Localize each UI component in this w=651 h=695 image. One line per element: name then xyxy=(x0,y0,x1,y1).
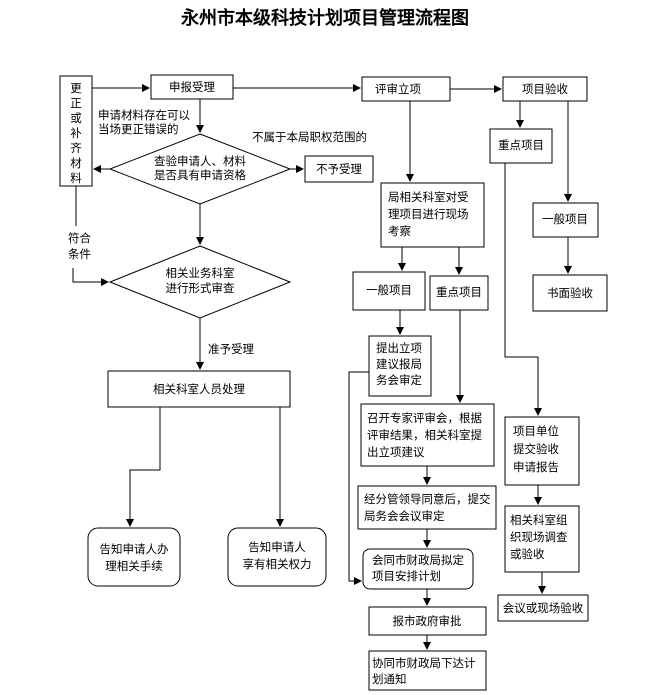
node-apply-label: 申报受理 xyxy=(169,80,215,94)
text-line: 织现场调查 xyxy=(510,530,568,544)
node-check-label: 查验申请人、材料是否具有申请资格 xyxy=(154,154,246,182)
text-line: 局相关科室对受 xyxy=(388,190,469,204)
node-notify2-label: 告知申请人享有相关权力 xyxy=(243,540,312,571)
node-inspect xyxy=(504,505,580,573)
text-line: 会同市财政局拟定 xyxy=(372,553,464,567)
node-expert xyxy=(360,403,495,467)
edge-key2-report xyxy=(504,163,542,416)
node-staff-label: 相关科室人员处理 xyxy=(153,382,245,396)
node-inspect-label: 相关科室组织现场调查或验收 xyxy=(510,513,568,561)
node-finance-issue-label: 协同市财政局下达计划通知 xyxy=(372,656,476,686)
node-general1-label: 一般项目 xyxy=(366,283,412,297)
node-general2 xyxy=(532,202,599,238)
text-line: 协同市财政局下达计 xyxy=(372,656,476,670)
node-leader-label: 经分管领导同意后，提交局务会会议审定 xyxy=(364,492,491,523)
text-line: 申请材料存在可以 xyxy=(98,108,190,122)
node-finance-issue xyxy=(368,650,487,691)
text-line: 享有相关权力 xyxy=(243,557,312,571)
node-formal-label: 相关业务科室进行形式审查 xyxy=(166,266,235,295)
node-notify1 xyxy=(87,527,181,587)
text-line: 务会审定 xyxy=(376,373,422,387)
text-line: 项目单位 xyxy=(513,424,559,438)
edge-staff-notify1 xyxy=(126,407,161,527)
diagram-title: 永州市本级科技计划项目管理流程图 xyxy=(180,7,469,29)
text-line: 符合 xyxy=(68,231,91,245)
node-expert-label: 召开专家评审会，根据评审结果，相关科室提出立项建议 xyxy=(367,411,482,459)
node-meeting-label: 会议或现场验收 xyxy=(503,601,584,615)
node-key1-label: 重点项目 xyxy=(436,285,482,299)
node-finance-plan-label: 会同市财政局拟定项目安排计划 xyxy=(372,553,464,583)
text-line: 考察 xyxy=(388,224,411,238)
text-line: 告知申请人办 xyxy=(100,542,169,556)
node-meeting xyxy=(497,594,589,622)
text-char: 正 xyxy=(70,96,82,110)
node-site-label: 局相关科室对受理项目进行现场考察 xyxy=(388,190,469,238)
text-line: 评审结果，相关科室提 xyxy=(367,428,482,442)
text-line: 当场更正错误的 xyxy=(98,122,179,136)
node-written-label: 书面验收 xyxy=(547,286,593,300)
text-line: 划通知 xyxy=(372,672,407,686)
text-line: 建议报局 xyxy=(376,357,422,371)
node-review-label: 评审立项 xyxy=(375,82,421,96)
text-char: 料 xyxy=(70,171,82,185)
text-line: 提出立项 xyxy=(376,341,422,355)
text-char: 齐 xyxy=(70,141,82,155)
node-gov-label: 报市政府审批 xyxy=(393,614,462,628)
node-report xyxy=(504,416,580,486)
text-char: 更 xyxy=(70,81,82,95)
node-site xyxy=(380,182,485,248)
node-apply xyxy=(150,74,234,100)
node-revise-label: 更正或补齐材料 xyxy=(70,81,82,185)
node-propose xyxy=(368,335,432,397)
text-line: 进行形式审查 xyxy=(166,281,235,295)
text-line: 经分管领导同意后，提交 xyxy=(364,492,491,506)
node-report-label: 项目单位提交验收申请报告 xyxy=(513,424,559,474)
node-reject-label: 不予受理 xyxy=(316,162,362,176)
text-line: 相关业务科室 xyxy=(166,266,235,280)
node-key2 xyxy=(489,128,553,164)
text-line: 告知申请人 xyxy=(248,540,306,554)
text-line: 项目安排计划 xyxy=(372,569,441,583)
node-propose-label: 提出立项建议报局务会审定 xyxy=(376,341,422,387)
text-char: 材 xyxy=(70,156,82,170)
text-line: 查验申请人、材料 xyxy=(154,154,246,168)
text-line: 是否具有申请资格 xyxy=(154,168,246,182)
node-staff xyxy=(107,370,291,408)
node-finance-plan xyxy=(362,548,474,590)
node-written xyxy=(532,274,608,312)
text-line: 相关科室组 xyxy=(510,513,568,527)
text-line: 或验收 xyxy=(510,547,545,561)
text-line: 申请报告 xyxy=(513,460,559,474)
node-general1 xyxy=(352,271,426,311)
text-line: 召开专家评审会，根据 xyxy=(367,411,482,425)
edge-propose-finance xyxy=(348,371,369,585)
text-line: 出立项建议 xyxy=(367,445,425,459)
out-scope-note: 不属于本局职权范围的 xyxy=(252,130,367,144)
node-reject xyxy=(304,155,374,183)
text-line: 条件 xyxy=(68,247,91,261)
text-line: 理相关手续 xyxy=(105,559,163,573)
node-review xyxy=(361,76,451,102)
edge-qualified-formal xyxy=(72,268,109,286)
node-key1 xyxy=(429,275,489,311)
node-notify2 xyxy=(227,527,327,587)
text-char: 补 xyxy=(70,126,82,140)
text-line: 理项目进行现场 xyxy=(388,207,469,221)
node-notify1-label: 告知申请人办理相关手续 xyxy=(100,542,169,573)
node-acceptance xyxy=(502,76,588,102)
text-char: 或 xyxy=(70,111,82,125)
text-line: 局务会会议审定 xyxy=(364,509,445,523)
node-gov xyxy=(368,606,487,636)
node-acceptance-label: 项目验收 xyxy=(522,82,568,96)
node-general2-label: 一般项目 xyxy=(542,212,588,226)
fix-note: 申请材料存在可以当场更正错误的 xyxy=(98,108,190,136)
approve-note: 准予受理 xyxy=(208,342,254,356)
qualified-note: 符合条件 xyxy=(68,231,91,261)
node-revise xyxy=(59,75,93,187)
node-key2-label: 重点项目 xyxy=(498,138,544,152)
text-line: 提交验收 xyxy=(513,442,559,456)
